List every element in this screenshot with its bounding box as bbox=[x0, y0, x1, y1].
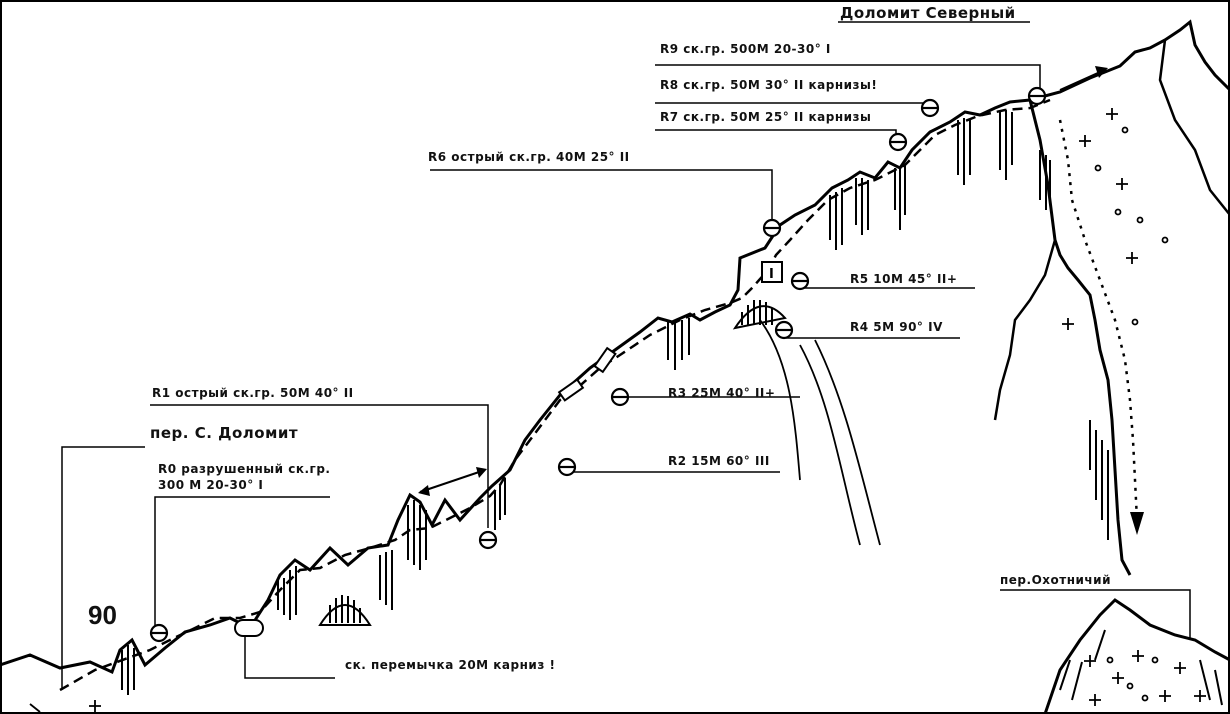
descent-arrow bbox=[1130, 512, 1144, 535]
pitch-r9-label: R9 ск.гр. 500М 20-30° I bbox=[660, 42, 831, 56]
gully-edge bbox=[993, 239, 1057, 421]
north-wall-outline bbox=[1028, 99, 1132, 576]
saddle-cornice-marker bbox=[234, 619, 264, 637]
overhang-hatch bbox=[741, 300, 773, 325]
route-marker bbox=[593, 346, 617, 374]
descent-path bbox=[1058, 119, 1139, 521]
route-marker bbox=[557, 378, 585, 402]
lower-cliff-lines bbox=[759, 319, 881, 546]
peak-north-label: Доломит Северный bbox=[840, 4, 1016, 22]
upper-ridge-arrowhead bbox=[1095, 66, 1108, 78]
okhotnichiy-pass-outline bbox=[1043, 598, 1230, 714]
pass-dolomit-label: пер. С. Доломит bbox=[150, 424, 299, 442]
pitch-r7-label: R7 ск.гр. 50М 25° II карнизы bbox=[660, 110, 872, 124]
rock-hatching bbox=[121, 110, 1109, 695]
pitch-r6-label: R6 острый ск.гр. 40М 25° II bbox=[428, 150, 630, 164]
belay-symbol: I bbox=[769, 267, 774, 282]
leader-lines bbox=[61, 21, 1191, 690]
pitch-r5-label: R5 10М 45° II+ bbox=[850, 272, 958, 286]
pitch-r2-label: R2 15М 60° III bbox=[668, 454, 770, 468]
route-number: 90 bbox=[88, 600, 117, 630]
belay-stations bbox=[149, 86, 1047, 643]
r1-double-arrow bbox=[419, 469, 486, 493]
pitch-r0-line2: 300 М 20-30° I bbox=[158, 478, 264, 492]
route-marker bbox=[761, 261, 783, 283]
pitch-r0-line1: R0 разрушенный ск.гр. bbox=[158, 462, 331, 476]
pass-okhotnichiy-label: пер.Охотничий bbox=[1000, 573, 1111, 587]
r1-arrowhead-b bbox=[476, 467, 487, 478]
pitch-r4-label: R4 5М 90° IV bbox=[850, 320, 943, 334]
north-wall-right-edge bbox=[1158, 39, 1230, 216]
dome-hatch bbox=[329, 595, 361, 623]
pitch-r3-label: R3 25М 40° II+ bbox=[668, 386, 776, 400]
overhang-rock bbox=[732, 305, 787, 330]
upper-ridge-arrow bbox=[1059, 71, 1101, 91]
okhotnichiy-hatch bbox=[1059, 629, 1223, 706]
pitch-r8-label: R8 ск.гр. 50М 30° II карнизы! bbox=[660, 78, 878, 92]
scree-symbols bbox=[29, 108, 1206, 713]
saddle-label: ск. перемычка 20М карниз ! bbox=[345, 658, 556, 672]
pitch-r1-label: R1 острый ск.гр. 50М 40° II bbox=[152, 386, 354, 400]
r1-arrowhead-a bbox=[418, 485, 430, 496]
